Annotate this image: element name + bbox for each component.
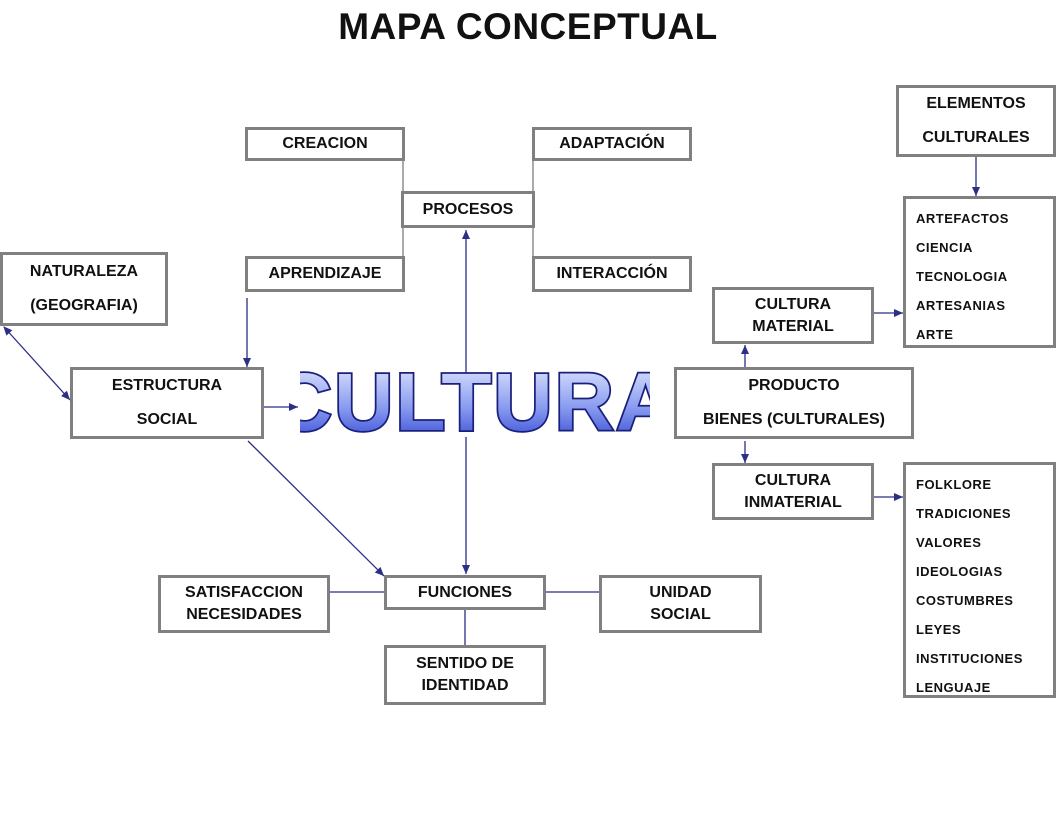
box-estructura-social: ESTRUCTURA SOCIAL xyxy=(70,367,264,439)
list-item: IDEOLOGIAS xyxy=(916,564,1003,579)
funciones-label: FUNCIONES xyxy=(417,583,513,601)
list-item: INSTITUCIONES xyxy=(916,651,1023,666)
elementos-line-1: ELEMENTOS xyxy=(926,95,1026,113)
inmaterial-line-2: INMATERIAL xyxy=(744,493,842,511)
naturaleza-line-1: NATURALEZA xyxy=(29,263,139,281)
sentido-line-2: IDENTIDAD xyxy=(421,677,509,694)
sentido-line-1: SENTIDO DE xyxy=(416,655,514,673)
box-interaccion: INTERACCIÓN xyxy=(532,256,692,292)
aprendizaje-label: APRENDIZAJE xyxy=(268,265,382,283)
naturaleza-line-2: (GEOGRAFIA) xyxy=(30,297,138,314)
list-cultura-inmaterial-items: FOLKLORE TRADICIONES VALORES IDEOLOGIAS … xyxy=(903,462,1056,698)
box-procesos: PROCESOS xyxy=(401,191,535,228)
box-adaptacion: ADAPTACIÓN xyxy=(532,127,692,161)
list-item: CIENCIA xyxy=(916,240,973,255)
creacion-label: CREACION xyxy=(282,135,368,153)
box-elementos-culturales: ELEMENTOS CULTURALES xyxy=(896,85,1056,157)
elementos-line-2: CULTURALES xyxy=(922,129,1030,146)
culture-wordart: CULTURA xyxy=(300,355,650,442)
arrow-estructura-funciones xyxy=(247,440,385,577)
list-item: LENGUAJE xyxy=(916,680,991,695)
box-cultura-material: CULTURA MATERIAL xyxy=(712,287,874,344)
box-satisfaccion: SATISFACCION NECESIDADES xyxy=(158,575,330,633)
list-item: FOLKLORE xyxy=(916,477,992,492)
estructura-line-2: SOCIAL xyxy=(136,411,198,428)
estructura-line-1: ESTRUCTURA xyxy=(111,377,223,395)
box-unidad-social: UNIDAD SOCIAL xyxy=(599,575,762,633)
list-item: VALORES xyxy=(916,535,982,550)
list-cultura-material-items: ARTEFACTOS CIENCIA TECNOLOGIA ARTESANIAS… xyxy=(903,196,1056,348)
material-line-2: MATERIAL xyxy=(752,317,834,335)
box-sentido-identidad: SENTIDO DE IDENTIDAD xyxy=(384,645,546,705)
list-item: ARTE xyxy=(916,327,954,342)
culture-word: CULTURA xyxy=(300,357,650,442)
inmaterial-line-1: CULTURA xyxy=(754,471,832,489)
list-item: TECNOLOGIA xyxy=(916,269,1008,284)
unidad-line-1: UNIDAD xyxy=(649,584,712,602)
list-item: TRADICIONES xyxy=(916,506,1012,521)
procesos-label: PROCESOS xyxy=(422,200,514,218)
list-item: ARTEFACTOS xyxy=(916,211,1009,226)
list-item: ARTESANIAS xyxy=(916,298,1006,313)
interaccion-label: INTERACCIÓN xyxy=(556,265,668,283)
adaptacion-label: ADAPTACIÓN xyxy=(559,135,665,153)
satisfaccion-line-1: SATISFACCION xyxy=(185,584,303,602)
satisfaccion-line-2: NECESIDADES xyxy=(186,606,302,623)
unidad-line-2: SOCIAL xyxy=(650,606,711,623)
page-title: MAPA CONCEPTUAL xyxy=(338,6,718,47)
box-aprendizaje: APRENDIZAJE xyxy=(245,256,405,292)
producto-line-1: PRODUCTO xyxy=(748,377,840,395)
box-cultura-inmaterial: CULTURA INMATERIAL xyxy=(712,463,874,520)
list-item: COSTUMBRES xyxy=(916,593,1014,608)
arrow-naturaleza-estructura xyxy=(3,326,71,401)
box-creacion: CREACION xyxy=(245,127,405,161)
producto-line-2: BIENES (CULTURALES) xyxy=(703,411,885,428)
box-funciones: FUNCIONES xyxy=(384,575,546,610)
material-line-1: CULTURA xyxy=(754,295,832,313)
box-naturaleza: NATURALEZA (GEOGRAFIA) xyxy=(0,252,168,326)
list-item: LEYES xyxy=(916,622,962,637)
box-producto: PRODUCTO BIENES (CULTURALES) xyxy=(674,367,914,439)
